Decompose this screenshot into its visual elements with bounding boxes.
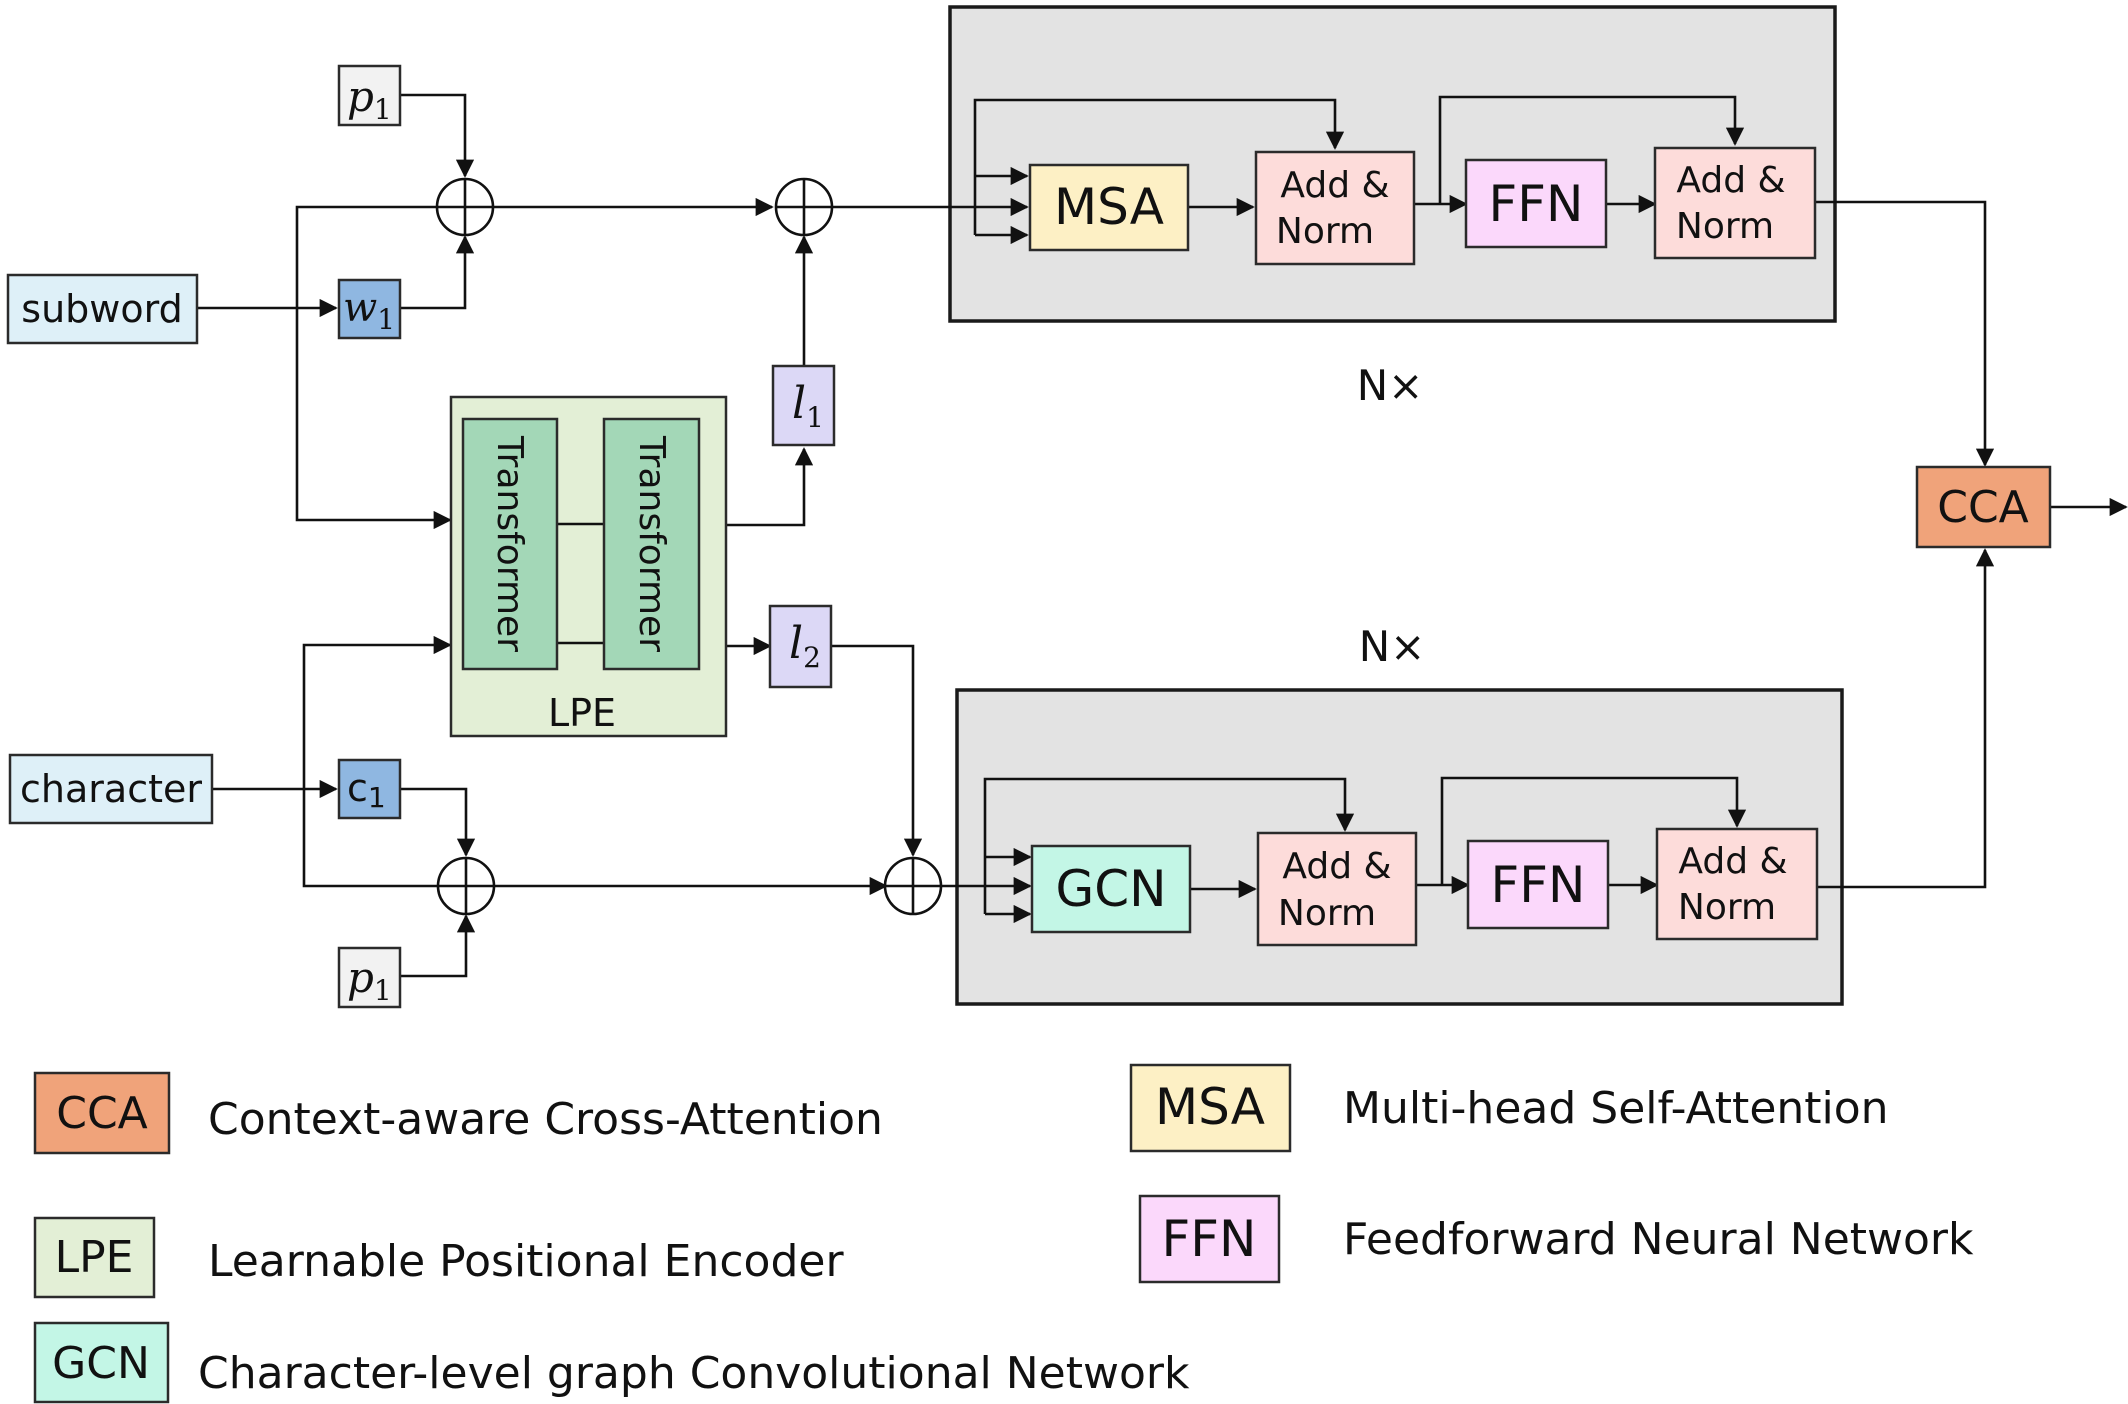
svg-text:GCN: GCN xyxy=(1055,860,1166,918)
legend-item-msa: MSA Multi-head Self-Attention xyxy=(1129,1063,1889,1153)
character-input: character xyxy=(8,753,214,825)
legend-item-cca: CCA Context-aware Cross-Attention xyxy=(33,1071,883,1155)
svg-text:c1: c1 xyxy=(347,766,386,814)
top-ffn-block: FFN xyxy=(1464,158,1608,249)
svg-text:Add &: Add & xyxy=(1678,841,1787,882)
svg-text:p1: p1 xyxy=(347,953,392,1007)
svg-text:Add &: Add & xyxy=(1676,160,1785,201)
svg-text:l1: l1 xyxy=(792,378,824,434)
legend-item-gcn: GCN Character-level graph Convolutional … xyxy=(33,1321,1190,1404)
svg-text:w1: w1 xyxy=(343,285,395,336)
transformer-right xyxy=(602,417,701,671)
gcn-block: GCN xyxy=(1030,844,1192,934)
sum-node-bottom-left xyxy=(436,856,496,916)
svg-text:FFN: FFN xyxy=(1162,1210,1257,1268)
svg-text:Norm: Norm xyxy=(1278,893,1376,934)
svg-text:Norm: Norm xyxy=(1676,206,1774,247)
sum-node-bottom-right xyxy=(883,856,943,916)
svg-text:l2: l2 xyxy=(789,618,821,674)
svg-text:Feedforward Neural Network: Feedforward Neural Network xyxy=(1343,1214,1974,1265)
top-addnorm-2: Add & Norm xyxy=(1653,146,1817,260)
svg-text:Add &: Add & xyxy=(1282,846,1391,887)
svg-text:LPE: LPE xyxy=(55,1232,134,1283)
connections xyxy=(197,93,2128,978)
legend: CCA Context-aware Cross-Attention LPE Le… xyxy=(33,1063,1974,1404)
top-repeat-label: N× xyxy=(1357,361,1424,410)
bottom-addnorm-1: Add & Norm xyxy=(1256,831,1418,947)
svg-text:CCA: CCA xyxy=(56,1088,148,1139)
subword-label: subword xyxy=(21,287,182,331)
lpe-label: LPE xyxy=(548,691,616,735)
svg-text:CCA: CCA xyxy=(1937,482,2029,533)
svg-text:MSA: MSA xyxy=(1054,178,1164,236)
l2-embedding: l2 xyxy=(768,604,833,689)
legend-item-ffn: FFN Feedforward Neural Network xyxy=(1138,1194,1974,1284)
svg-text:Character-level graph Convolut: Character-level graph Convolutional Netw… xyxy=(198,1348,1190,1399)
legend-item-lpe: LPE Learnable Positional Encoder xyxy=(33,1216,844,1299)
svg-text:Multi-head Self-Attention: Multi-head Self-Attention xyxy=(1343,1083,1889,1134)
sum-node-top-right xyxy=(774,177,834,237)
svg-text:GCN: GCN xyxy=(52,1338,150,1389)
top-addnorm-1: Add & Norm xyxy=(1254,150,1416,266)
w1-embedding: w1 xyxy=(337,278,402,340)
bottom-ffn-block: FFN xyxy=(1466,839,1610,930)
bottom-repeat-label: N× xyxy=(1359,622,1426,671)
transformer-left xyxy=(461,417,559,671)
transformer-right-label: Transformer xyxy=(631,435,672,652)
bottom-addnorm-2: Add & Norm xyxy=(1655,827,1819,941)
p1-top-embedding: p1 xyxy=(337,64,402,127)
sum-node-top-left xyxy=(435,177,495,237)
lpe-block: Transformer Transformer LPE xyxy=(449,395,728,738)
svg-text:Norm: Norm xyxy=(1678,887,1776,928)
l1-embedding: l1 xyxy=(771,364,836,447)
svg-text:MSA: MSA xyxy=(1155,1078,1265,1136)
svg-text:FFN: FFN xyxy=(1491,856,1586,914)
p1-bottom-embedding: p1 xyxy=(337,946,402,1009)
transformer-left-label: Transformer xyxy=(489,435,530,652)
svg-text:Add &: Add & xyxy=(1280,165,1389,206)
svg-text:Norm: Norm xyxy=(1276,211,1374,252)
character-label: character xyxy=(20,767,202,811)
svg-text:p1: p1 xyxy=(347,72,392,126)
svg-text:Learnable Positional Encoder: Learnable Positional Encoder xyxy=(208,1236,844,1287)
msa-block: MSA xyxy=(1028,163,1190,252)
svg-text:Context-aware Cross-Attention: Context-aware Cross-Attention xyxy=(208,1094,883,1145)
cca-block: CCA xyxy=(1915,465,2052,549)
c1-embedding: c1 xyxy=(337,758,402,820)
svg-text:FFN: FFN xyxy=(1489,175,1584,233)
subword-input: subword xyxy=(6,273,199,345)
